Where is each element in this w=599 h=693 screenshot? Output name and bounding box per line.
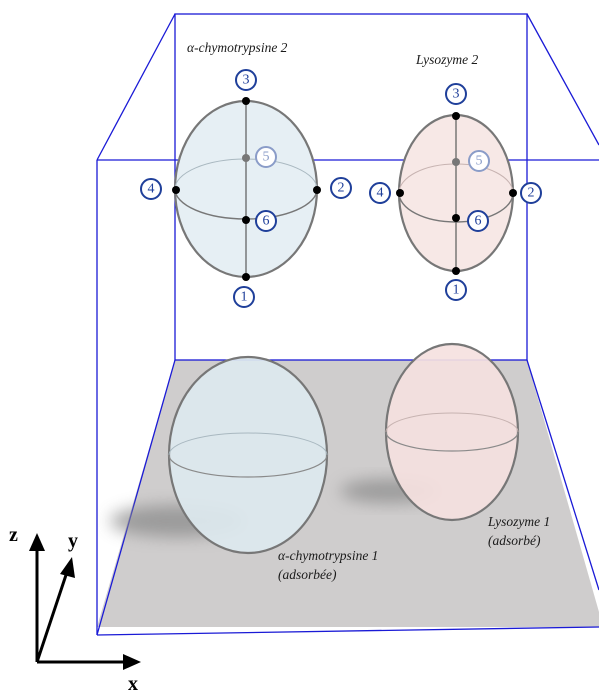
left-top-diagonal <box>96 13 176 161</box>
chymo2-vertex-front <box>242 216 250 224</box>
lyso2-vertex-back <box>452 158 460 166</box>
lyso2-marker-1: 1 <box>445 279 467 301</box>
lyso2-vertices <box>396 112 517 275</box>
lyso2-marker-6: 6 <box>467 210 489 232</box>
y-axis-line <box>35 571 69 663</box>
coordinate-axes <box>29 533 141 670</box>
chymo2-vertex-back <box>242 154 250 162</box>
lyso2-marker-4: 4 <box>369 182 391 204</box>
chymo2-label: α-chymotrypsine 2 <box>187 40 288 55</box>
chymo2-marker-2-text: 2 <box>338 181 345 196</box>
lyso2-marker-6-text: 6 <box>475 214 482 229</box>
chymo2-ellipsoid <box>173 99 319 279</box>
chymo2-markers: 1 2 3 4 5 6 <box>140 69 352 308</box>
chymo2-marker-3: 3 <box>235 69 257 91</box>
lyso2-marker-3: 3 <box>445 83 467 105</box>
lyso2-label: Lysozyme 2 <box>415 52 478 67</box>
z-axis-label: z <box>9 524 18 546</box>
chymo2-marker-3-text: 3 <box>243 73 250 88</box>
lyso2-vertex-front <box>452 214 460 222</box>
lyso2-ellipsoid <box>397 113 515 273</box>
chymo2-marker-6: 6 <box>255 210 277 232</box>
lyso2-marker-2: 2 <box>520 182 542 204</box>
lyso1-ellipsoid <box>384 342 520 522</box>
chymo2-marker-6-text: 6 <box>263 214 270 229</box>
chymo1-ellipsoid <box>167 355 329 555</box>
lyso2-vertex-bottom <box>452 267 460 275</box>
chymo2-vertex-right <box>313 186 321 194</box>
x-axis-arrowhead <box>123 654 141 670</box>
chymo2-vertex-top <box>242 97 250 105</box>
left-floor-diagonal <box>96 359 176 636</box>
lyso2-marker-4-text: 4 <box>377 186 384 201</box>
lyso2-vertex-left <box>396 189 404 197</box>
lyso2-vertex-right <box>509 189 517 197</box>
lyso1-label-line1: Lysozyme 1 <box>487 514 550 529</box>
chymo2-marker-1: 1 <box>233 286 255 308</box>
right-floor-diagonal <box>526 359 599 591</box>
chymo2-vertex-left <box>172 186 180 194</box>
y-axis-arrowhead <box>60 557 75 578</box>
lyso2-marker-1-text: 1 <box>453 283 460 298</box>
x-axis-label: x <box>128 673 138 693</box>
y-axis-label: y <box>68 530 78 552</box>
right-top-diagonal <box>526 13 599 146</box>
chymo2-vertex-bottom <box>242 273 250 281</box>
chymo2-vertices <box>172 97 321 281</box>
chymo2-marker-5: 5 <box>255 146 277 168</box>
chymo2-marker-4-text: 4 <box>148 182 155 197</box>
chymo1-label-line1: α-chymotrypsine 1 <box>278 548 378 563</box>
z-axis-arrowhead <box>29 533 45 551</box>
lyso2-marker-3-text: 3 <box>453 87 460 102</box>
lyso2-marker-2-text: 2 <box>528 186 535 201</box>
chymo2-marker-5-text: 5 <box>263 150 270 165</box>
chymo2-marker-2: 2 <box>330 177 352 199</box>
lyso1-label-line2: (adsorbé) <box>488 533 541 548</box>
chymo2-marker-1-text: 1 <box>241 290 248 305</box>
front-bottom-edge <box>96 626 599 636</box>
lyso2-vertex-top <box>452 112 460 120</box>
lyso2-markers: 1 2 3 4 5 6 <box>369 83 542 301</box>
lyso2-marker-5-text: 5 <box>476 154 483 169</box>
chymo1-label-line2: (adsorbée) <box>278 567 337 582</box>
chymo2-marker-4: 4 <box>140 178 162 200</box>
lyso2-marker-5: 5 <box>468 150 490 172</box>
